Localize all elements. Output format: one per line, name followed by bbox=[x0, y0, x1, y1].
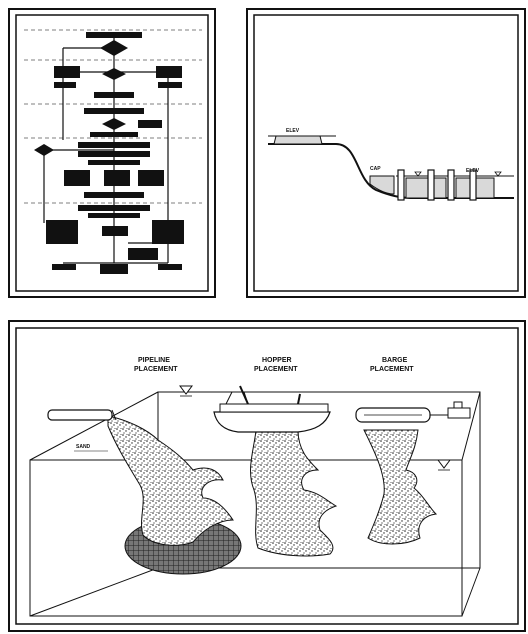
profile-tag-mid: CAP bbox=[370, 166, 381, 172]
pipeline bbox=[48, 410, 112, 420]
hopper-label-1: HOPPER bbox=[262, 357, 292, 364]
flowchart-figure bbox=[8, 8, 216, 298]
barge-label-2: PLACEMENT bbox=[370, 366, 414, 373]
flowchart-panel bbox=[8, 8, 216, 298]
barge-label-1: BARGE bbox=[382, 357, 408, 364]
cross-section-figure: ELEV CAP ELEV bbox=[246, 8, 526, 298]
hopper-label-2: PLACEMENT bbox=[254, 366, 298, 373]
profile-panel: ELEV CAP ELEV bbox=[246, 8, 526, 298]
placement-figure: SAND PIPELINE PLACEMENT HOPPER PLACEMENT… bbox=[8, 320, 526, 632]
pipeline-label-1: PIPELINE bbox=[138, 357, 170, 364]
profile-tag-right: ELEV bbox=[466, 168, 480, 174]
placement-panel: SAND PIPELINE PLACEMENT HOPPER PLACEMENT… bbox=[8, 320, 526, 632]
sand-note: SAND bbox=[76, 444, 91, 450]
pipeline-label-2: PLACEMENT bbox=[134, 366, 178, 373]
profile-tag-left: ELEV bbox=[286, 128, 300, 134]
